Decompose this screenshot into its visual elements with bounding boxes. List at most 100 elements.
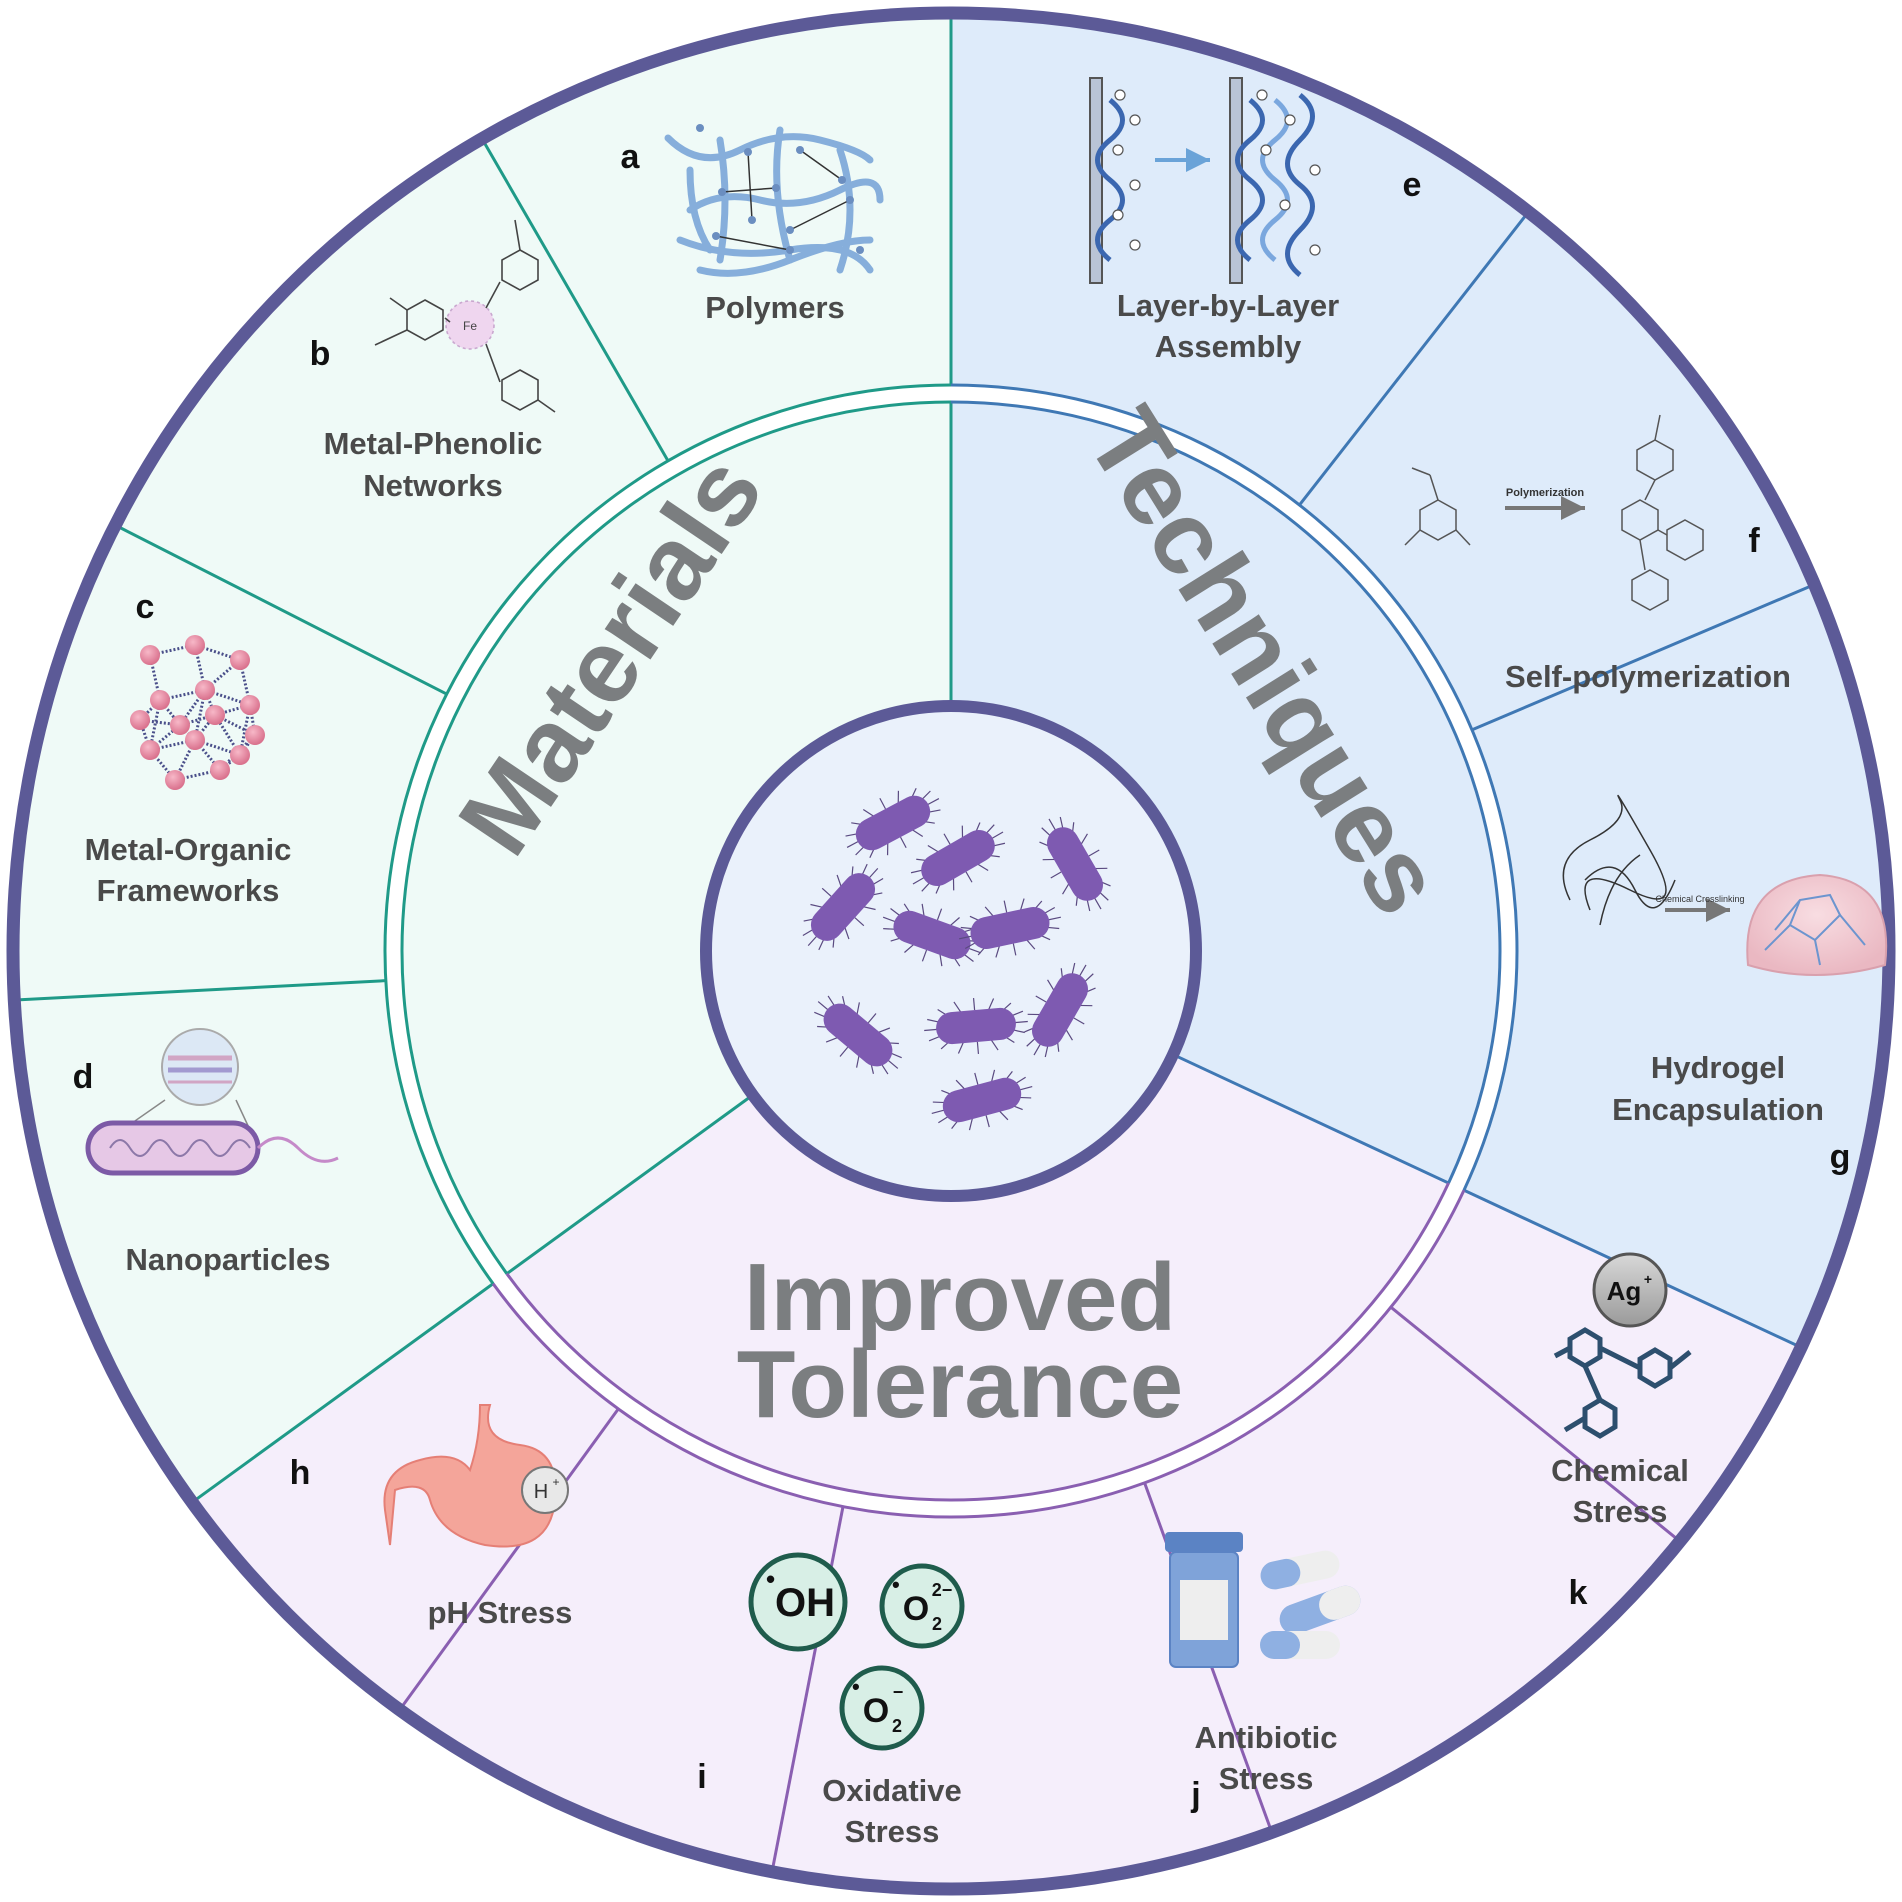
bacterium-icon (1024, 962, 1096, 1058)
label-mof-line2: Frameworks (97, 873, 280, 908)
mof-node (140, 645, 160, 665)
bacterium-icon (959, 898, 1061, 958)
mof-node (230, 650, 250, 670)
bacterium-icon (924, 998, 1028, 1054)
bacterium-icon (814, 995, 902, 1075)
chemical-molecule-icon (1553, 1252, 1692, 1439)
label-polymers: Polymers (705, 290, 845, 325)
ag-charge: + (1644, 1271, 1652, 1287)
superoxide-o: O (903, 1590, 929, 1628)
fe-label: Fe (463, 319, 477, 333)
label-mpn-line1: Metal-Phenolic (324, 426, 543, 461)
nanoparticle-coated-bacterium-icon (85, 1028, 339, 1176)
superoxide-anion-o: O (863, 1692, 889, 1730)
bacterium-icon (882, 903, 982, 967)
mof-node (195, 680, 215, 700)
label-chemical-line2: Stress (1573, 1494, 1668, 1529)
letter-h: h (290, 1454, 311, 1492)
mof-node (165, 770, 185, 790)
mof-node (185, 635, 205, 655)
pill-bottle-icon (1165, 1532, 1361, 1668)
ring-arc (383, 383, 952, 1285)
tolerance-sector (196, 951, 1796, 1884)
ros-icon (748, 1552, 965, 1751)
divider-line (771, 1495, 847, 1867)
bacterium-icon (910, 822, 1006, 894)
letter-e: e (1403, 166, 1422, 204)
divider-line (20, 978, 397, 1002)
mof-node (210, 760, 230, 780)
label-self-polymerization: Self-polymerization (1505, 659, 1791, 694)
divider-line (483, 143, 675, 472)
ring-arc (491, 1189, 1466, 1519)
divider-line (1175, 1054, 1797, 1347)
hydrogel-icon (1562, 794, 1888, 976)
divider-line (401, 1399, 626, 1706)
mof-lattice-icon (130, 635, 265, 790)
superoxide-anion-dot: • (852, 1674, 860, 1699)
label-antibiotic-line1: Antibiotic (1195, 1720, 1338, 1755)
label-lbl-line2: Assembly (1155, 329, 1302, 364)
divider-line (196, 1095, 752, 1501)
stomach-icon (383, 1404, 569, 1548)
superoxide-anion-sub: 2 (892, 1716, 902, 1736)
mof-node (245, 725, 265, 745)
white-gap-ring (386, 386, 1516, 1516)
letter-d: d (73, 1058, 94, 1096)
superoxide-charge: 2− (932, 1580, 953, 1600)
label-hydrogel-line2: Encapsulation (1612, 1092, 1824, 1127)
metal-phenolic-complex-icon (374, 219, 556, 413)
mof-node (170, 715, 190, 735)
letter-f: f (1748, 522, 1760, 560)
divider-line (119, 526, 458, 701)
mof-node (240, 695, 260, 715)
label-mpn-line2: Networks (363, 468, 503, 503)
divider-line (1381, 1299, 1677, 1539)
superoxide-dot: • (892, 1572, 900, 1597)
ring-arc (400, 400, 952, 1275)
label-mof-line1: Metal-Organic (85, 832, 292, 867)
superoxide-anion-charge: − (893, 1682, 904, 1702)
crosslinking-label: Chemical Crosslinking (1655, 894, 1744, 904)
ag-label: Ag (1607, 1276, 1642, 1306)
label-oxidative-line2: Stress (845, 1814, 940, 1849)
bacterium-icon (931, 1069, 1033, 1131)
divider-line (1461, 585, 1810, 736)
h-ion-charge: + (552, 1475, 559, 1489)
mof-node (205, 705, 225, 725)
layer-by-layer-icon (1089, 77, 1321, 284)
label-oxidative-line1: Oxidative (822, 1773, 962, 1808)
ring-arc (505, 1182, 1450, 1502)
bacterium-icon (1039, 816, 1111, 912)
letter-g: g (1830, 1138, 1851, 1176)
mof-node (140, 740, 160, 760)
mof-node (185, 730, 205, 750)
letter-j: j (1190, 1776, 1200, 1814)
mof-node (230, 745, 250, 765)
ring-arc (950, 400, 1502, 1184)
label-lbl-line1: Layer-by-Layer (1117, 288, 1339, 323)
divider-line (1291, 215, 1526, 515)
label-nanoparticles: Nanoparticles (125, 1242, 330, 1277)
polymer-network-icon (664, 124, 884, 277)
bacteria-cluster-icon (802, 788, 1111, 1131)
inner-ring (383, 383, 1519, 1519)
superoxide-sub: 2 (932, 1614, 942, 1634)
dopamine-polymerization-icon (1404, 414, 1704, 611)
bacterium-icon (845, 788, 941, 858)
polymerization-label: Polymerization (1506, 487, 1585, 499)
h-ion-label: H (534, 1481, 548, 1503)
label-ph-stress: pH Stress (428, 1595, 573, 1630)
letter-a: a (621, 138, 641, 176)
mof-node (150, 690, 170, 710)
letter-c: c (136, 588, 155, 626)
mof-node (130, 710, 150, 730)
oh-dot: • (766, 1564, 775, 1594)
tolerance-title-line1: Improved (744, 1244, 1176, 1351)
tolerance-title-line2: Tolerance (737, 1331, 1183, 1438)
letter-k: k (1569, 1574, 1588, 1612)
ring-arc (950, 383, 1519, 1191)
bacterium-icon (802, 863, 884, 951)
letter-i: i (697, 1758, 706, 1796)
